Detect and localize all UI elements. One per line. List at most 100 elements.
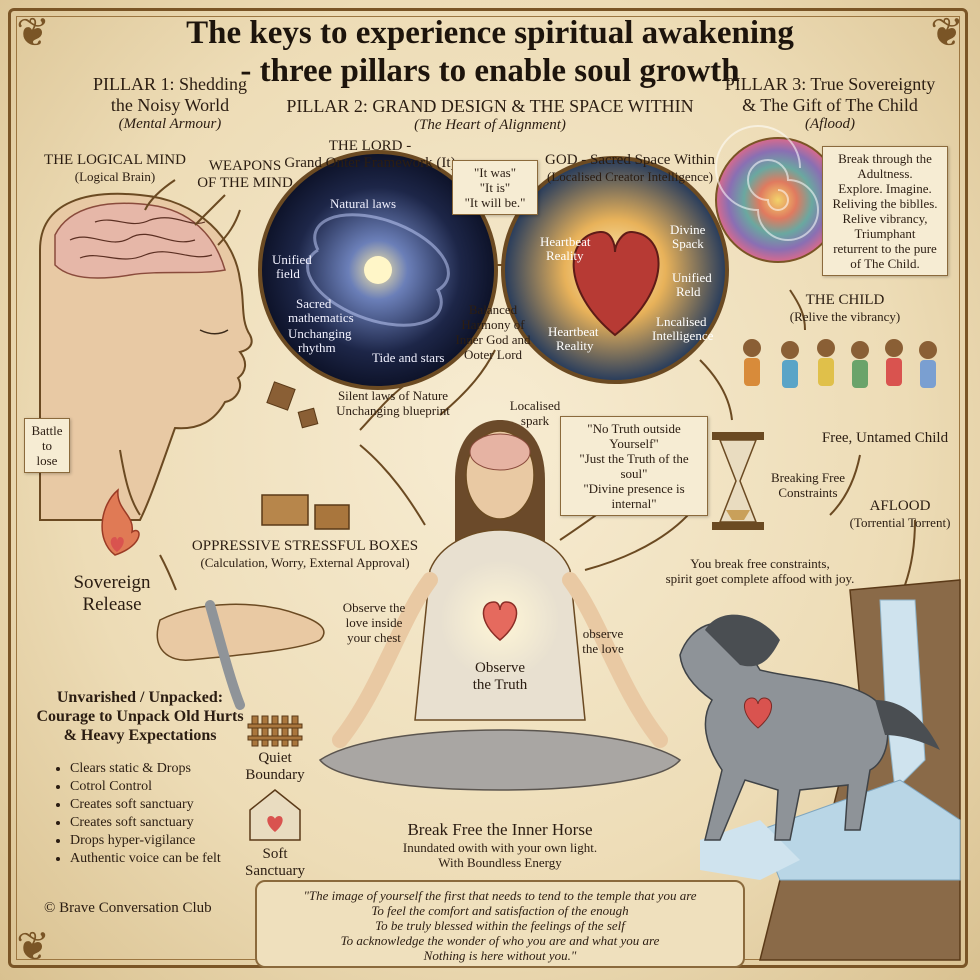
spark-line-2: spark (520, 413, 550, 428)
closing-quote-line: To acknowledge the wonder of who you are… (340, 933, 660, 948)
unpack-line-2: Courage to Unpack Old Hurts (36, 708, 244, 725)
silent-laws-label: Silent laws of Nature Unchanging bluepri… (318, 388, 468, 418)
observe-chest-line: love inside (345, 615, 403, 630)
pillar3-subtitle: (Aflood) (805, 116, 855, 132)
child-note: Break through the Adultness. Explore. Im… (822, 146, 948, 276)
truth-line: "Divine presence is internal" (583, 481, 685, 511)
boxes-label: OPPRESSIVE STRESSFUL BOXES (Calculation,… (190, 538, 420, 570)
quiet-line-1: Quiet (258, 750, 292, 766)
cosmos-label: rhythm (298, 340, 336, 355)
balanced-line: Balanced (468, 302, 518, 317)
pillar1-title-line-2: the Noisy World (110, 95, 230, 115)
inner-horse-caption: Break Free the Inner Horse Inundated owi… (350, 820, 650, 870)
quote-line: "It is" (479, 180, 511, 195)
inner-horse (679, 614, 940, 841)
breaking-line-1: Breaking Free (770, 470, 845, 485)
spirit-line-2: spirit goet complete affood with joy. (665, 571, 855, 586)
weapons-line-2: OF THE MIND (197, 175, 293, 191)
unpack-line-1: Unvarished / Unpacked: (56, 689, 224, 706)
logical-mind-title: THE LOGICAL MIND (44, 152, 186, 168)
silent-line-1: Silent laws of Nature (337, 388, 449, 403)
main-title: The keys to experience spiritual awakeni… (120, 14, 860, 90)
spark-line-1: Localised (509, 398, 561, 413)
cosmos-label: mathematics (288, 310, 354, 325)
pillar1-subtitle: (Mental Armour) (118, 116, 222, 132)
child-note-line: Explore. Imagine. (838, 181, 932, 196)
bullet-item: Cotrol Control (70, 778, 254, 796)
bullet-item: Authentic voice can be felt (70, 850, 254, 868)
boxes-title: OPPRESSIVE STRESSFUL BOXES (191, 538, 419, 554)
closing-quote-line: "The image of yourself the first that ne… (303, 888, 697, 903)
breaking-line-2: Constraints (778, 485, 838, 500)
house-icon (249, 789, 301, 841)
battle-line-1: Battle (31, 423, 63, 438)
unpack-line-3: & Heavy Expectations (63, 727, 217, 744)
lord-line-1: THE LORD - (328, 138, 412, 154)
heart-label: Lncalised (656, 314, 707, 329)
balanced-line: Ooter Lord (463, 347, 523, 362)
heart-label: Spack (672, 236, 704, 251)
quiet-line-2: Boundary (245, 767, 305, 783)
observe-truth-line: the Truth (472, 677, 528, 693)
soft-sanctuary-label: Soft Sanctuary (240, 846, 310, 880)
breaking-free-label: Breaking Free Constraints (758, 470, 858, 500)
soft-line-1: Soft (262, 846, 288, 862)
heart-label: Heartbeat (548, 324, 599, 339)
closing-quote-line: Nothing is here without you." (423, 948, 577, 963)
aflood-title: AFLOOD (869, 498, 931, 514)
flame-icon (101, 488, 140, 556)
horse-line-1: Inundated owith with your own light. (402, 840, 598, 855)
cosmos-label: Tide and stars (372, 350, 445, 365)
closing-quote-line: To feel the comfort and satisfaction of … (371, 903, 629, 918)
silent-line-2: Unchanging blueprint (336, 403, 450, 418)
observe-chest-label: Observe the love inside your chest (334, 600, 414, 645)
cosmos-label: Unified (272, 252, 312, 267)
soft-line-2: Sanctuary (245, 863, 305, 879)
heart-label: Reld (676, 284, 701, 299)
balanced-line: Inner God and (455, 332, 531, 347)
hourglass-icon (712, 432, 764, 530)
closing-quote-line: To be truly blessed within the feelings … (375, 918, 625, 933)
heart-label: Heartbeat (540, 234, 591, 249)
logical-mind-label: THE LOGICAL MIND (Logical Brain) (30, 152, 200, 184)
fence-icon (247, 715, 303, 747)
galaxy-core-icon (364, 256, 392, 284)
spirit-line-1: You break free constraints, (690, 556, 830, 571)
battle-line-2: to lose (36, 438, 58, 468)
god-label: GOD - Sacred Space Within (Localised Cre… (535, 152, 725, 184)
child-subtitle: (Relive the vibrancy) (789, 309, 901, 324)
child-note-line: Triumphant (854, 226, 916, 241)
pillar3-title-line-2: & The Gift of The Child (742, 95, 918, 115)
lord-line-2: Grand Onter Framework (It) (284, 155, 456, 171)
heart-label: Unified (672, 270, 712, 285)
heart-label: Divine (670, 222, 706, 237)
chest-heart-icon (482, 601, 518, 641)
pillar2-title-line: PILLAR 2: GRAND DESIGN & THE SPACE WITHI… (286, 96, 694, 116)
the-child-label: THE CHILD (Relive the vibrancy) (770, 292, 920, 324)
weapons-line-1: WEAPONS (208, 158, 282, 174)
sovereign-release-label: Sovereign Release (52, 572, 172, 616)
observe-truth-label: Observe the Truth (455, 660, 545, 694)
cosmos-label: Unchanging (288, 326, 352, 341)
child-note-line: Adultness. (857, 166, 913, 181)
pillar1-title: PILLAR 1: Shedding the Noisy World (Ment… (60, 74, 280, 133)
logical-brain-sub: (Logical Brain) (74, 169, 156, 184)
horse-heart-icon (744, 697, 772, 729)
sovereign-line-2: Release (82, 594, 142, 615)
observe-love-line: observe (582, 626, 624, 641)
corner-flourish-icon: ❦ (16, 924, 50, 969)
horse-line-2: With Boundless Energy (438, 855, 562, 870)
pillar3-title-line-1: PILLAR 3: True Sovereignty (724, 74, 936, 94)
bullet-item: Clears static & Drops (70, 760, 254, 778)
bullet-item: Creates soft sanctuary (70, 796, 254, 814)
corner-flourish-icon: ❦ (16, 10, 50, 55)
sovereign-line-1: Sovereign (73, 572, 151, 593)
bullet-item: Creates soft sanctuary (70, 814, 254, 832)
observe-chest-line: Observe the (342, 600, 406, 615)
corner-flourish-icon: ❦ (930, 10, 964, 55)
pillar2-title: PILLAR 2: GRAND DESIGN & THE SPACE WITHI… (270, 96, 710, 134)
truth-line: "Just the Truth of the soul" (579, 451, 689, 481)
child-note-line: of The Child. (850, 256, 920, 271)
pillar3-title: PILLAR 3: True Sovereignty & The Gift of… (705, 74, 955, 133)
balanced-harmony-label: Balanced Harmony of Inner God and Ooter … (448, 302, 538, 362)
